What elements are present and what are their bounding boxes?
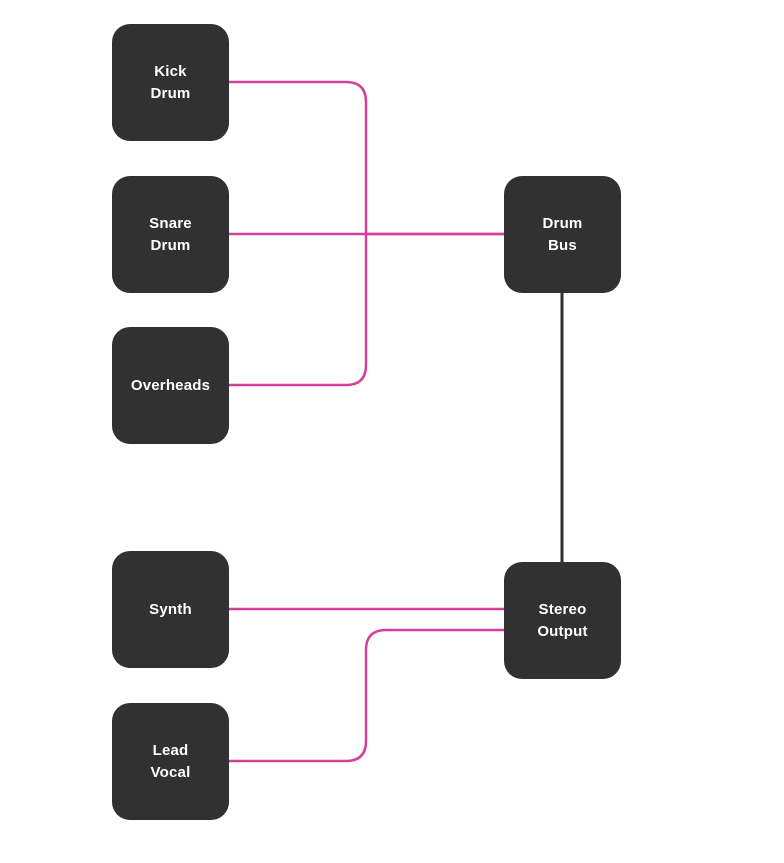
node-label: Snare Drum xyxy=(149,214,192,254)
node-stereo-output[interactable]: Stereo Output xyxy=(504,562,621,679)
node-label: Overheads xyxy=(130,376,211,394)
node-label: Kick Drum xyxy=(150,62,191,102)
node-label: Lead Vocal xyxy=(150,741,191,781)
node-label: Synth xyxy=(149,600,192,618)
wire-overheads-to-drum-bus xyxy=(227,232,368,387)
node-overheads[interactable]: Overheads xyxy=(112,327,229,444)
node-label: Drum Bus xyxy=(542,214,583,254)
node-drum-bus[interactable]: Drum Bus xyxy=(504,176,621,293)
node-label: Stereo Output xyxy=(537,600,588,640)
node-kick-drum[interactable]: Kick Drum xyxy=(112,24,229,141)
node-lead-vocal[interactable]: Lead Vocal xyxy=(112,703,229,820)
wire-kick-to-drum-bus xyxy=(227,80,506,236)
node-synth[interactable]: Synth xyxy=(112,551,229,668)
wire-lead-vocal-to-stereo-output xyxy=(227,628,506,763)
node-snare-drum[interactable]: Snare Drum xyxy=(112,176,229,293)
